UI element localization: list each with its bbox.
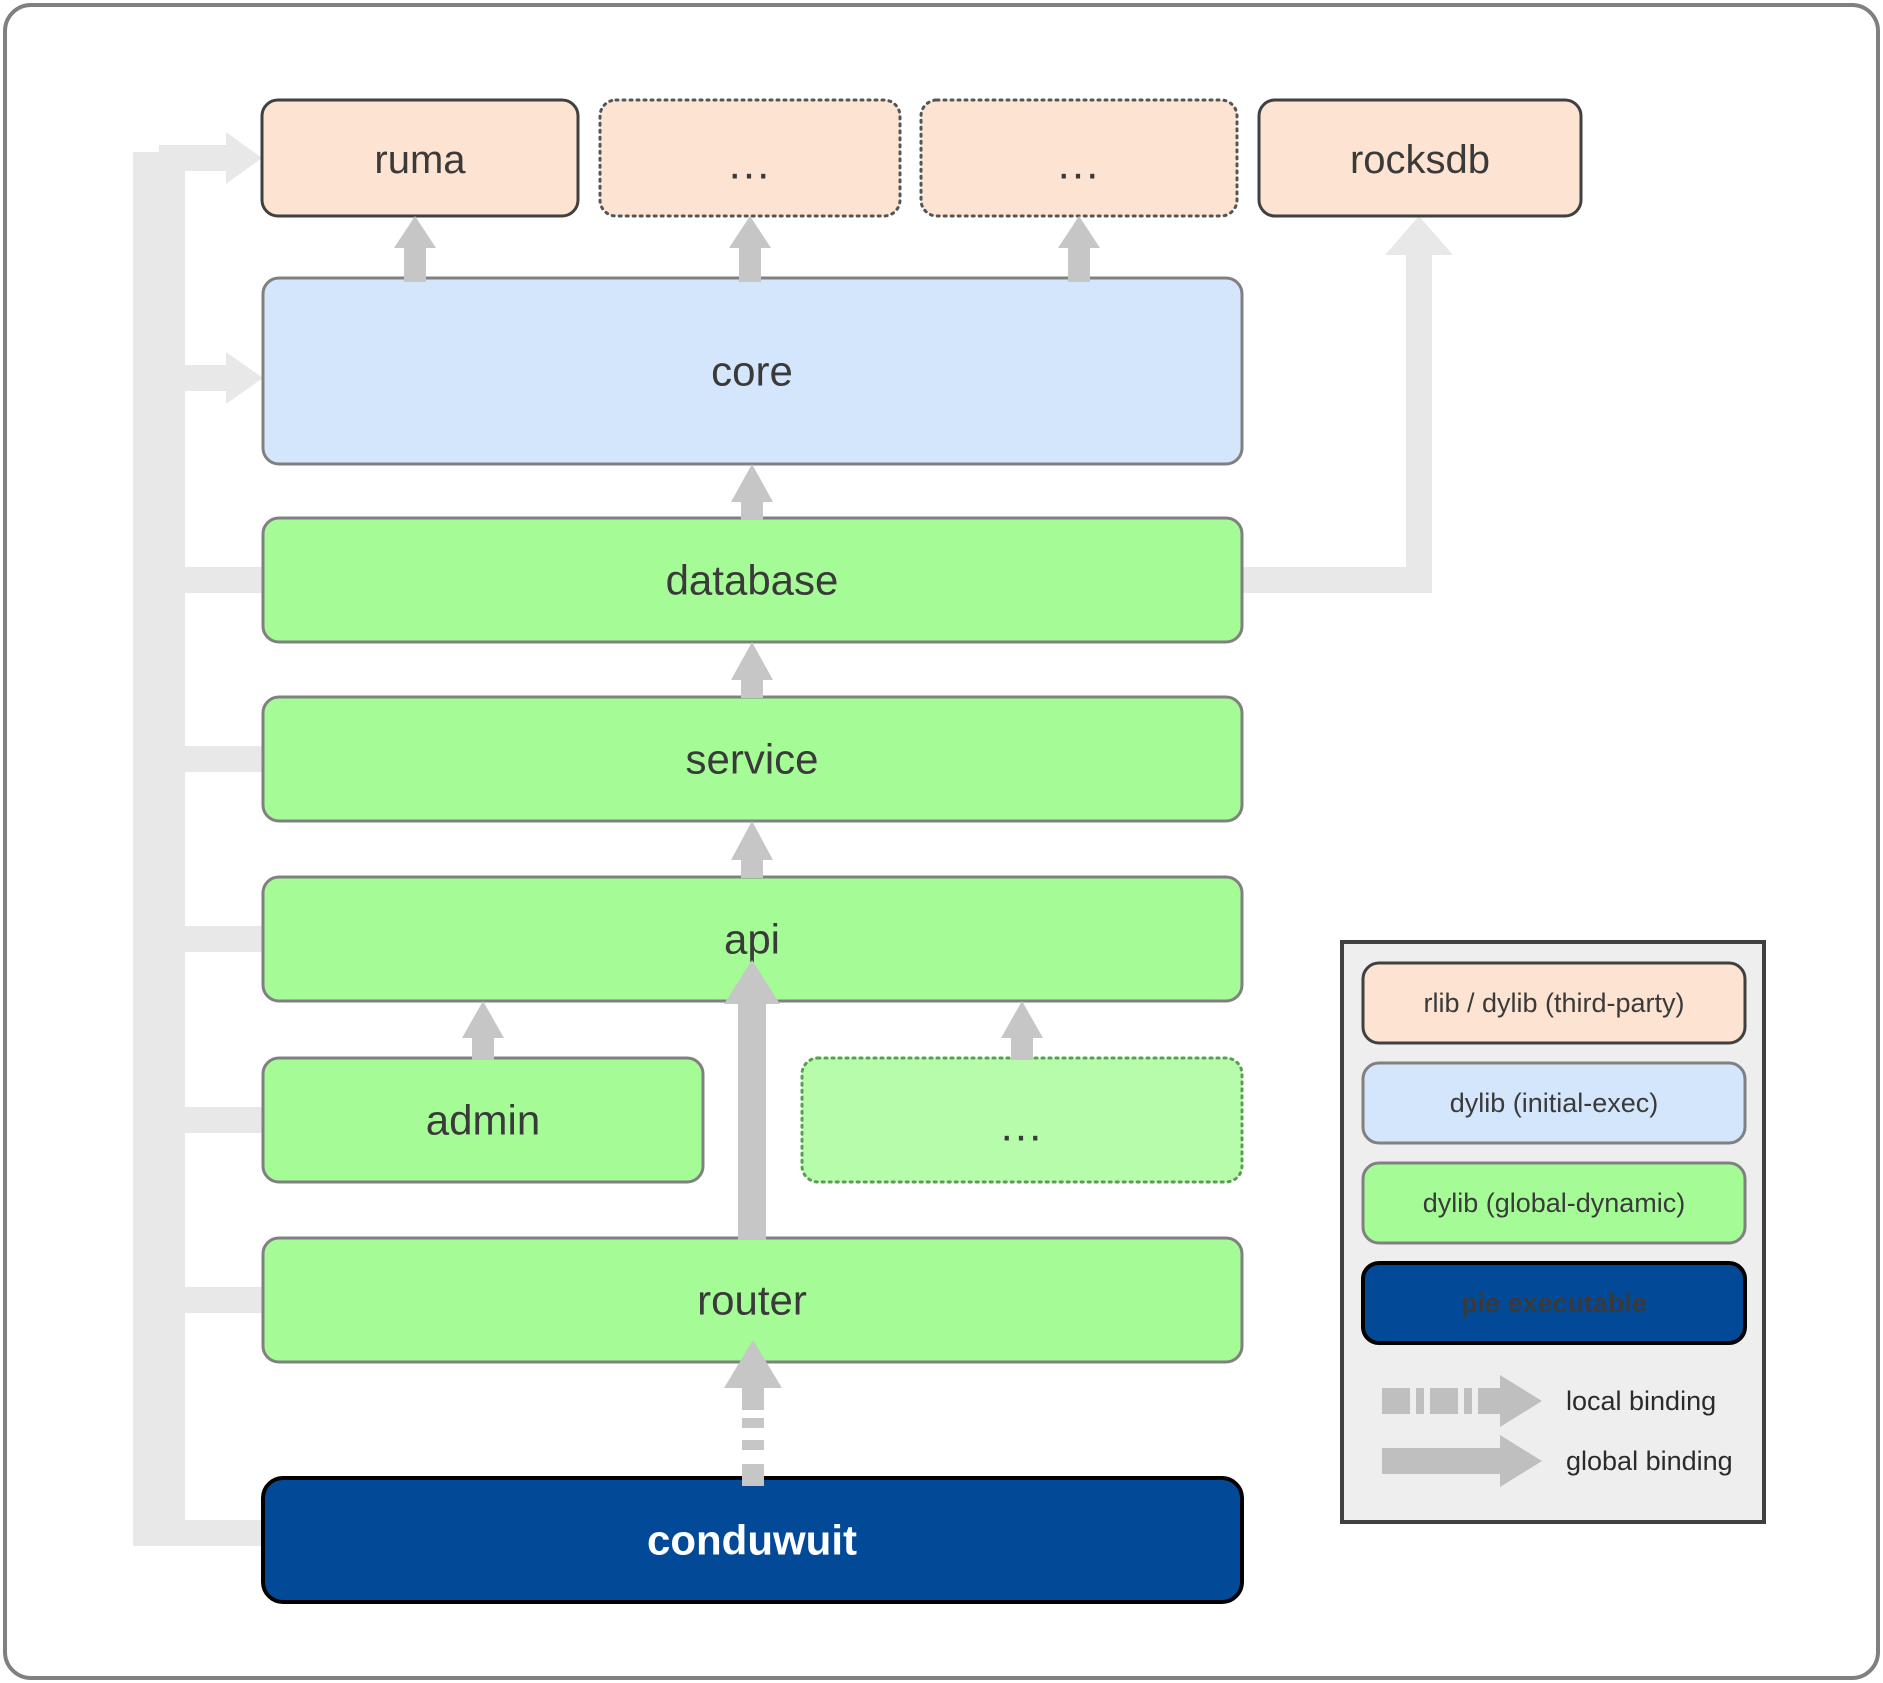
node-service[interactable]: service [261, 695, 1244, 823]
edge-core-ruma [394, 216, 436, 282]
node-database[interactable]: database [261, 516, 1244, 644]
legend-swatch-initial-exec-label: dylib (initial-exec) [1450, 1088, 1659, 1118]
node-ruma-label: ruma [374, 138, 466, 182]
legend-swatch-third-party-label: rlib / dylib (third-party) [1423, 988, 1684, 1018]
node-admin-label: admin [426, 1097, 540, 1144]
node-database-label: database [666, 557, 839, 604]
node-rocksdb[interactable]: rocksdb [1257, 98, 1583, 218]
node-third-party-a-label: ... [729, 140, 772, 189]
edge-core-third-party-b [1058, 216, 1100, 282]
edge-conduwuit-database [159, 567, 269, 593]
edge-conduwuit-router-local [724, 1340, 782, 1486]
arrow-layer [394, 216, 1100, 1486]
node-router-label: router [697, 1277, 807, 1324]
legend-global-binding-label: global binding [1566, 1446, 1733, 1476]
node-core-label: core [711, 348, 793, 395]
node-core[interactable]: core [261, 276, 1244, 466]
edge-service-database [731, 642, 773, 698]
node-admin[interactable]: admin [261, 1056, 705, 1184]
node-more-api[interactable]: ... [800, 1056, 1244, 1184]
edge-conduwuit-api [159, 926, 269, 952]
node-layer: ruma ... ... rocksdb core [260, 98, 1583, 1604]
node-rocksdb-label: rocksdb [1350, 138, 1490, 182]
edge-conduwuit-admin [159, 1107, 269, 1133]
edge-core-third-party-a [729, 216, 771, 282]
legend-panel: rlib / dylib (third-party) dylib (initia… [1340, 940, 1766, 1524]
connector-layer [133, 132, 1453, 1546]
node-ruma[interactable]: ruma [260, 98, 580, 218]
node-api-label: api [724, 916, 780, 963]
legend-local-binding-label: local binding [1566, 1386, 1716, 1416]
edge-conduwuit-service [159, 746, 269, 772]
edge-conduwuit-router [159, 1287, 269, 1313]
node-service-label: service [685, 736, 818, 783]
edge-more-api-api [1001, 1001, 1043, 1060]
node-more-api-label: ... [1001, 1102, 1044, 1151]
legend-swatch-pie-label: pie executable [1461, 1288, 1647, 1318]
edge-conduwuit-ruma [159, 132, 262, 184]
legend-swatch-global-dynamic: dylib (global-dynamic) [1361, 1161, 1747, 1245]
edge-conduwuit-core [159, 352, 263, 404]
legend-swatch-pie: pie executable [1361, 1261, 1747, 1345]
legend-swatch-global-dynamic-label: dylib (global-dynamic) [1423, 1188, 1686, 1218]
node-third-party-b-label: ... [1058, 140, 1101, 189]
node-conduwuit[interactable]: conduwuit [261, 1476, 1244, 1604]
legend-swatch-third-party: rlib / dylib (third-party) [1361, 961, 1747, 1045]
edge-database-core [731, 464, 773, 520]
edge-router-api [724, 960, 780, 1240]
node-third-party-a[interactable]: ... [598, 98, 902, 218]
legend-global-binding: global binding [1382, 1435, 1733, 1487]
legend-swatch-initial-exec: dylib (initial-exec) [1361, 1061, 1747, 1145]
node-third-party-b[interactable]: ... [919, 98, 1239, 218]
edge-api-service [731, 821, 773, 878]
edge-admin-api [462, 1001, 504, 1060]
node-conduwuit-label: conduwuit [647, 1517, 857, 1564]
edge-database-rocksdb [1242, 216, 1453, 593]
legend-local-binding: local binding [1382, 1375, 1716, 1427]
